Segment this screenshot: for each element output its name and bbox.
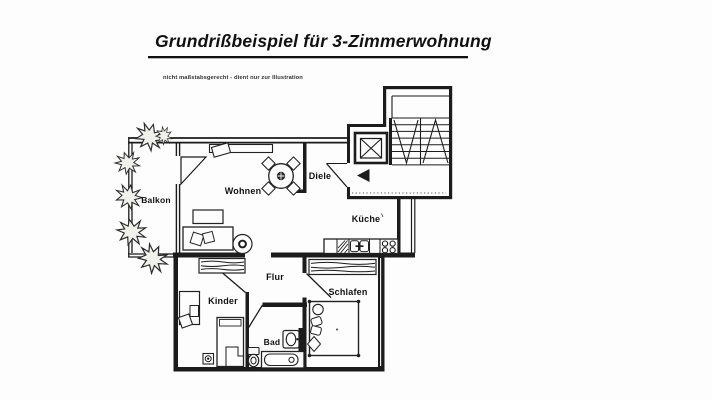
entrance-arrow-icon <box>357 169 370 182</box>
pillow <box>310 316 323 327</box>
wardrobe-kinder <box>198 257 246 274</box>
lamp-table <box>232 233 253 255</box>
kinder-bed <box>216 316 245 368</box>
pillow <box>310 325 322 336</box>
kinder-door <box>221 272 246 293</box>
double-bed <box>306 299 361 358</box>
stove-burners <box>381 240 396 254</box>
pillow <box>312 303 324 316</box>
stairs <box>392 117 449 166</box>
room-label-kinder: Kinder <box>208 296 238 306</box>
scan-tick-mark <box>381 213 384 218</box>
entrance-door <box>326 163 348 188</box>
pillow <box>306 335 322 353</box>
sofa <box>182 226 234 251</box>
kitchen-counter <box>323 238 399 255</box>
room-label-balkon: Balkon <box>141 195 171 205</box>
room-label-flur: Flur <box>266 272 284 282</box>
kinder-stool <box>202 352 215 365</box>
bathroom-sink <box>282 329 300 349</box>
toilet <box>247 346 260 368</box>
room-label-diele: Diele <box>309 171 332 181</box>
page-title: Grundrißbeispiel für 3-Zimmerwohnung <box>155 31 492 51</box>
bad-door <box>245 304 264 332</box>
disclaimer-text: nicht maßstabsgerecht - dient nur zur Il… <box>163 75 303 81</box>
room-label-schlafen: Schlafen <box>328 287 367 297</box>
bathtub <box>260 350 305 369</box>
schlafen-door <box>306 273 332 298</box>
kinder-desk <box>177 290 201 329</box>
kitchen-hatched-unit <box>337 240 349 254</box>
room-label-bad: Bad <box>264 337 281 347</box>
wardrobe-schlafen <box>308 258 377 276</box>
desk-chair <box>177 313 194 329</box>
faucet-icon <box>355 242 364 251</box>
side-table <box>192 209 224 225</box>
title-underline <box>148 56 468 59</box>
room-label-wohnen: Wohnen <box>225 186 262 196</box>
balcony-door <box>180 156 208 186</box>
title-block: Grundrißbeispiel für 3-Zimmerwohnung nic… <box>148 31 492 81</box>
kitchen-sink <box>350 240 369 253</box>
elevator <box>353 131 389 165</box>
room-label-kueche: Küche <box>352 214 381 224</box>
wall-shelf <box>208 142 274 158</box>
dining-table-set <box>261 156 301 196</box>
